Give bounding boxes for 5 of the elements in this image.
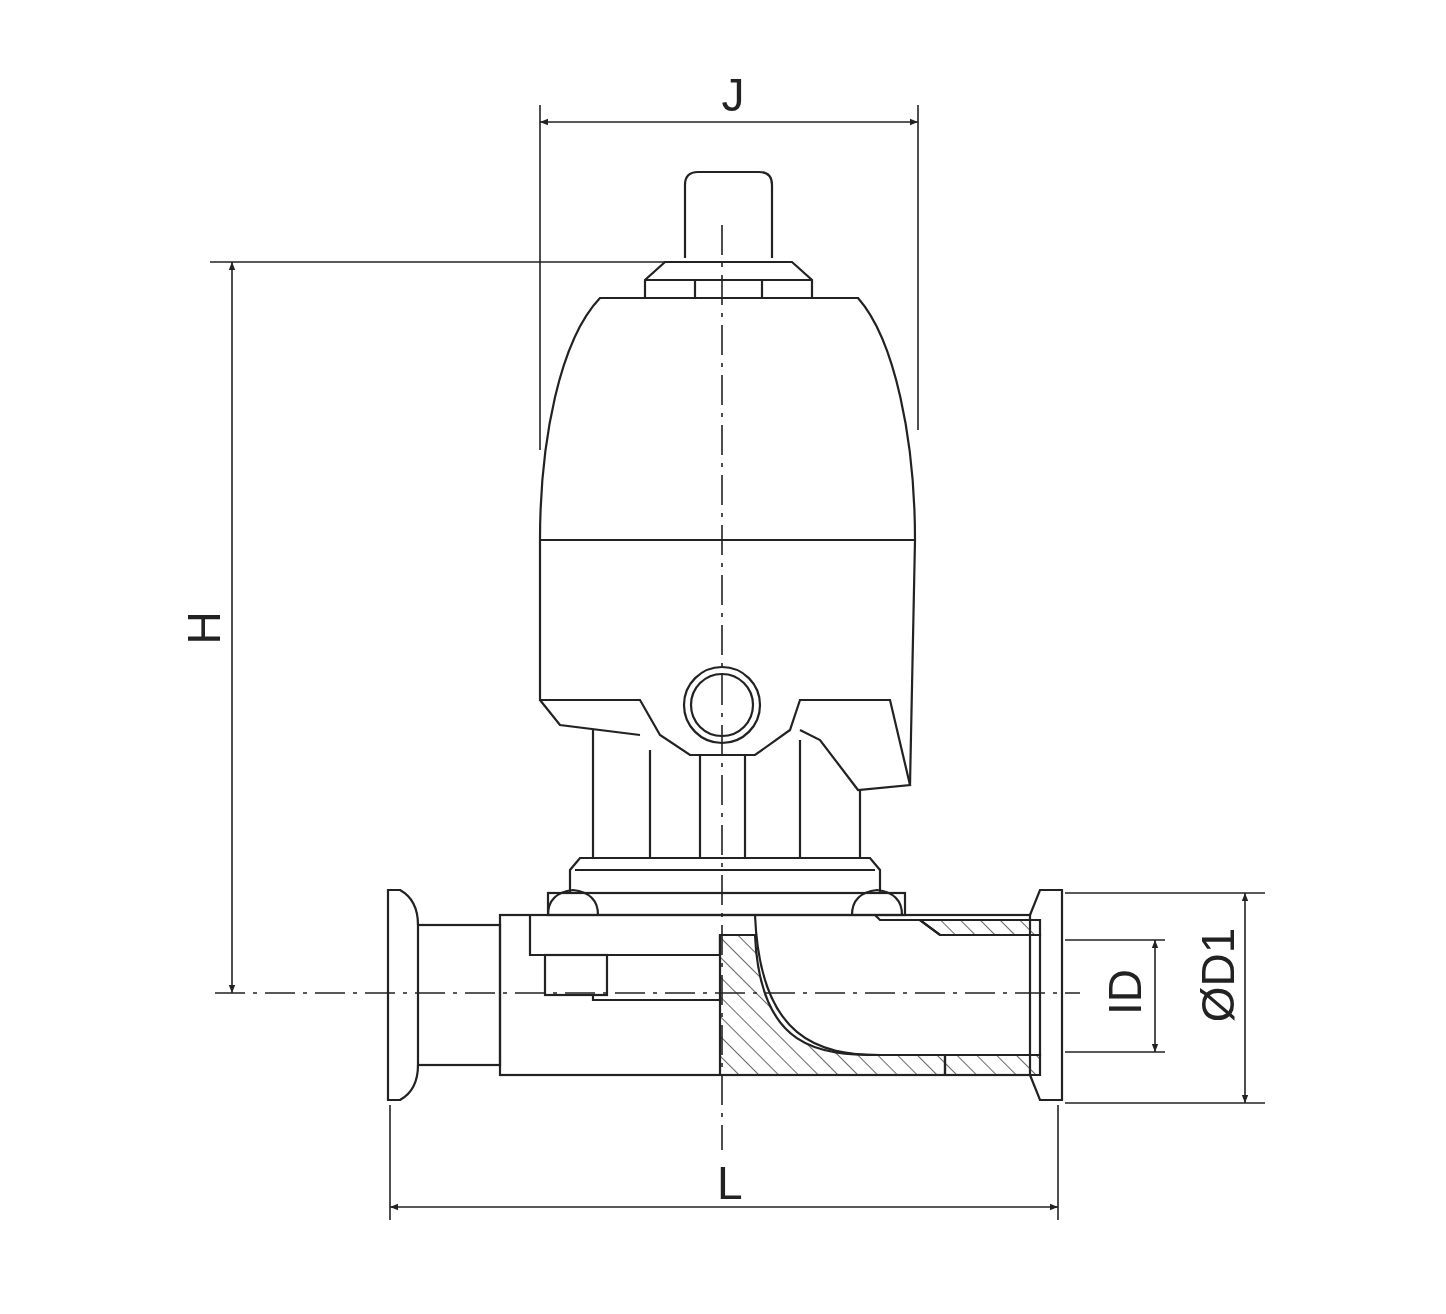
dimension-label: J — [721, 72, 745, 118]
dimension-label: H — [180, 611, 227, 645]
dimension-label: L — [717, 1160, 743, 1206]
dimension-label: ØD1 — [1194, 927, 1241, 1023]
dimension-label: ID — [1102, 969, 1148, 1015]
